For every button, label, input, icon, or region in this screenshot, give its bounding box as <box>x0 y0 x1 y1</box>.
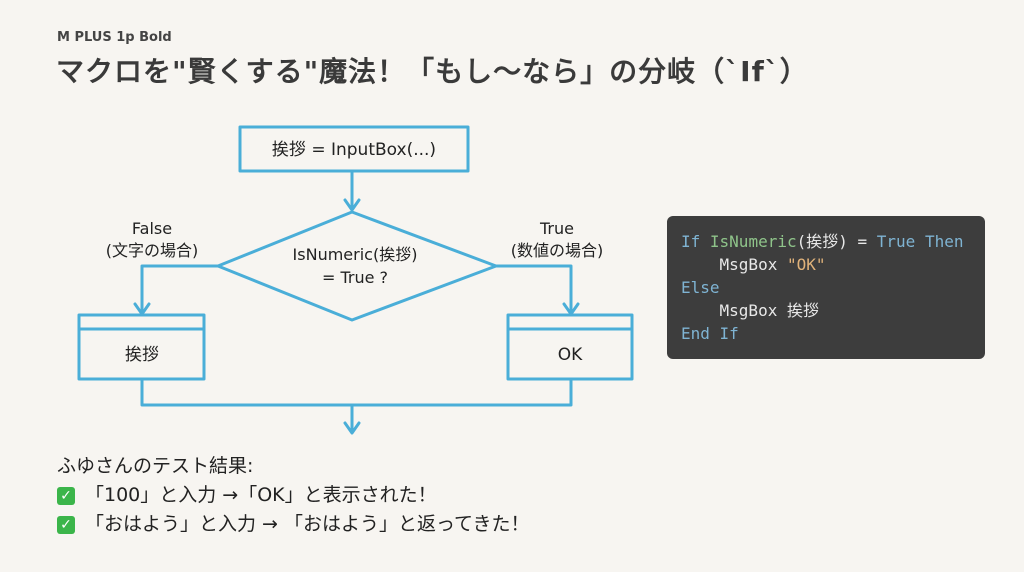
false-box-text: 挨拶 <box>125 345 159 365</box>
results-heading: ふゆさんのテスト結果: <box>57 455 254 477</box>
decision-diamond <box>216 210 498 322</box>
code-line: End If <box>681 324 739 343</box>
decision-text-line1: IsNumeric(挨拶) <box>293 245 418 264</box>
input-box-text: 挨拶 = InputBox(...) <box>272 140 436 160</box>
check-mark-icon: ✓ <box>57 486 75 505</box>
check-mark-icon: ✓ <box>57 515 75 534</box>
false-sublabel: (文字の場合) <box>106 241 199 260</box>
true-sublabel: (数値の場合) <box>511 241 604 260</box>
code-line: If IsNumeric(挨拶) = True Then <box>681 232 964 251</box>
arrow-head-icon <box>343 198 361 212</box>
false-branch-line <box>140 264 220 314</box>
code-block: If IsNumeric(挨拶) = True Then MsgBox "OK"… <box>667 216 985 359</box>
result-item: ✓ 「100」と入力 →「OK」と表示された！ <box>57 481 529 510</box>
true-box-text: OK <box>558 345 583 365</box>
code-line: Else <box>681 278 720 297</box>
code-line: MsgBox "OK" <box>719 255 826 274</box>
input-process-box <box>238 125 470 173</box>
merge-line <box>140 377 573 407</box>
code-line: MsgBox 挨拶 <box>719 301 819 320</box>
test-results: ふゆさんのテスト結果: ✓ 「100」と入力 →「OK」と表示された！ ✓ 「お… <box>57 452 529 539</box>
page-title: マクロを"賢くする"魔法！「もし〜なら」の分岐（`If`） <box>56 55 809 88</box>
result-item: ✓ 「おはよう」と入力 → 「おはよう」と返ってきた！ <box>57 510 529 539</box>
false-label: False <box>132 219 172 238</box>
decision-text-line2: = True ? <box>322 268 388 287</box>
font-label: M PLUS 1p Bold <box>57 30 172 45</box>
arrow-head-icon <box>343 421 361 435</box>
true-branch-line <box>494 264 573 314</box>
true-label: True <box>539 219 574 238</box>
